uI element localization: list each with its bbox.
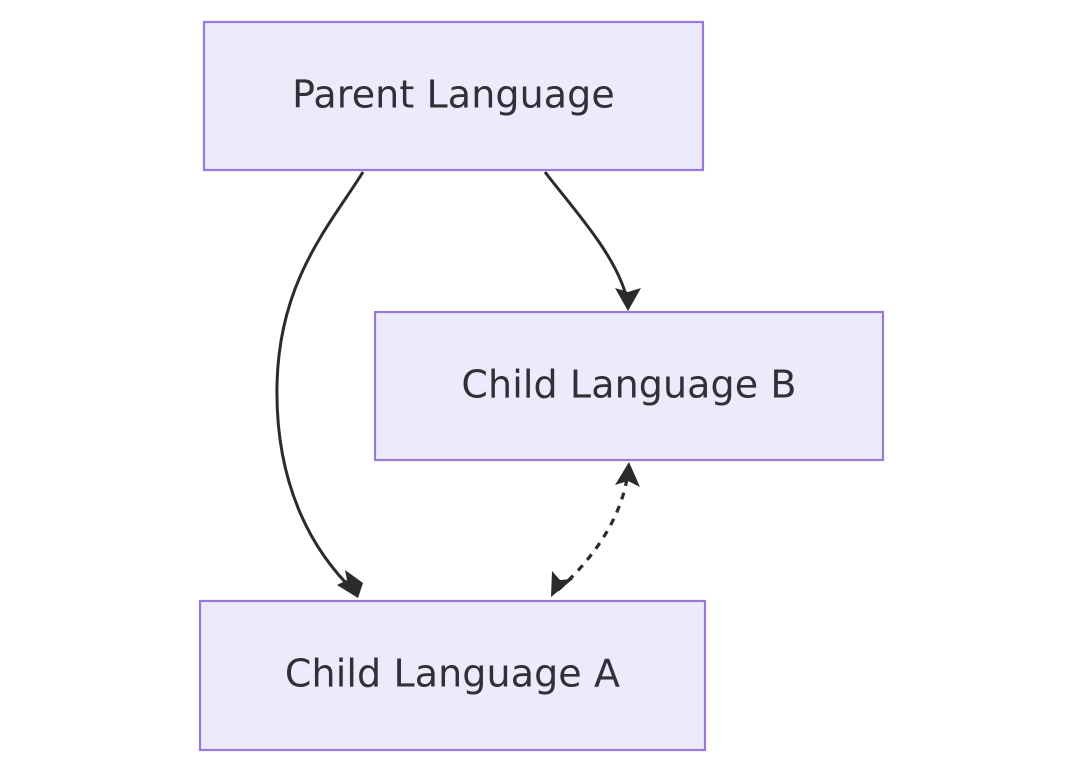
edge-child-b-to-child-a-arrowhead-up bbox=[615, 462, 640, 487]
node-child-language-a-label: Child Language A bbox=[285, 652, 620, 696]
edge-parent-to-child-a-arrowhead bbox=[337, 570, 363, 598]
node-child-language-a[interactable]: Child Language A bbox=[198, 599, 707, 752]
node-child-language-b-rect bbox=[373, 310, 885, 462]
edge-parent-to-child-a[interactable] bbox=[275, 171, 365, 598]
node-parent-language-rect bbox=[202, 20, 705, 172]
node-child-language-a-rect bbox=[198, 599, 707, 752]
edge-child-b-to-child-a[interactable] bbox=[551, 462, 640, 597]
node-parent-language-label: Parent Language bbox=[292, 73, 615, 117]
edge-child-b-to-child-a-path bbox=[556, 471, 630, 592]
edge-parent-to-child-b-path bbox=[543, 171, 627, 293]
edge-parent-to-child-a-path bbox=[275, 171, 365, 594]
edge-parent-to-child-b[interactable] bbox=[543, 171, 641, 311]
edge-child-b-to-child-a-arrowhead-down bbox=[551, 571, 573, 597]
node-child-language-b-label: Child Language B bbox=[461, 363, 796, 407]
edge-parent-to-child-b-arrowhead bbox=[615, 288, 641, 311]
node-child-language-b[interactable]: Child Language B bbox=[373, 310, 885, 462]
node-parent-language[interactable]: Parent Language bbox=[202, 20, 705, 172]
